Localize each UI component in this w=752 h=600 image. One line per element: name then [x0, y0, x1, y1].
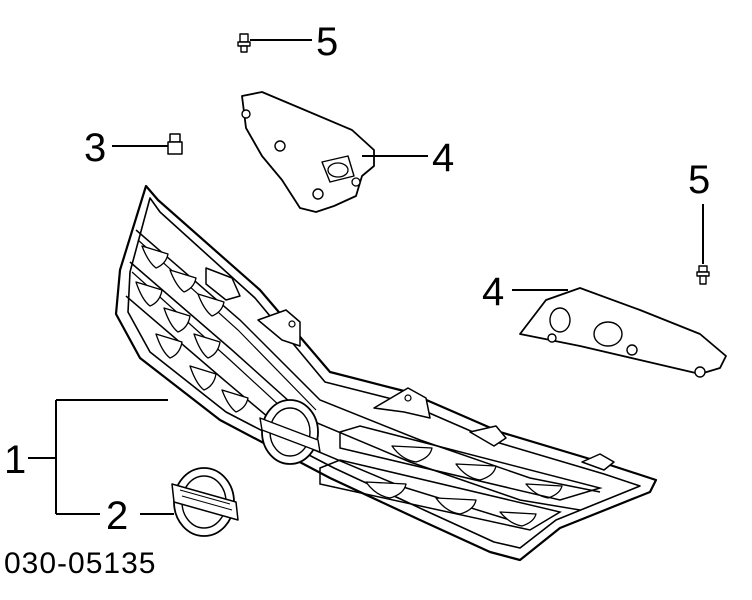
- callout-3: 3: [84, 126, 107, 170]
- clip: [167, 133, 183, 155]
- radiator-grille: [114, 184, 658, 562]
- bolt-right: [696, 265, 710, 285]
- callout-1: 1: [4, 438, 27, 482]
- grille-emblem: [259, 399, 321, 465]
- diagram-part-number: 030-05135: [4, 547, 157, 580]
- bolt-upper: [237, 33, 251, 53]
- lower-bracket: [519, 287, 727, 378]
- callout-4-upper: 4: [432, 136, 455, 180]
- emblem-badge: [171, 467, 239, 537]
- leader-lines: [28, 39, 704, 515]
- callout-5-right: 5: [688, 158, 711, 202]
- callout-4-lower: 4: [482, 270, 505, 314]
- callout-2: 2: [106, 494, 129, 538]
- upper-bracket: [241, 91, 375, 213]
- callout-5-upper: 5: [316, 20, 339, 64]
